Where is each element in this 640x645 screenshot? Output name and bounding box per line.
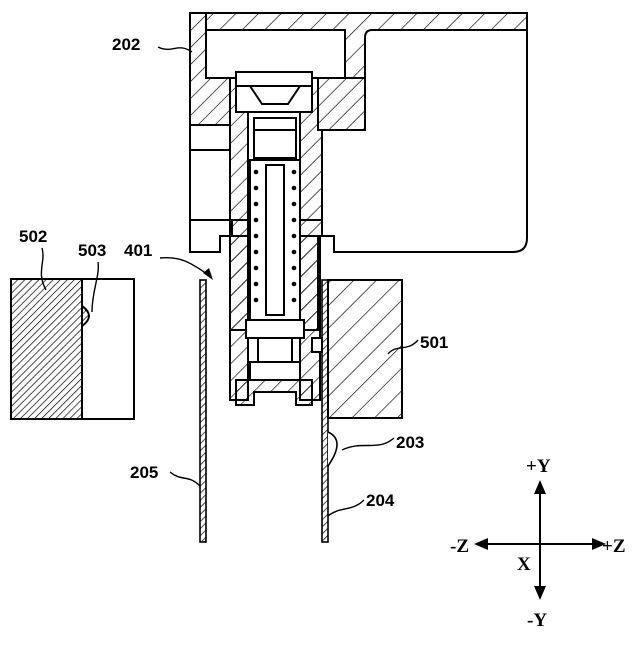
label-401: 401 — [124, 241, 152, 260]
axis-minus-y: -Y — [527, 610, 547, 631]
label-205: 205 — [130, 463, 158, 482]
label-502: 502 — [19, 227, 47, 246]
leader-203 — [342, 438, 394, 450]
block-501 — [328, 280, 402, 418]
label-204: 204 — [366, 491, 395, 510]
label-203: 203 — [396, 433, 424, 452]
arrow-401 — [203, 268, 213, 280]
block-502 — [11, 279, 134, 419]
leader-401 — [160, 258, 210, 276]
axes-indicator — [474, 480, 606, 600]
axis-plus-y: +Y — [526, 456, 551, 477]
wall-205 — [200, 280, 206, 542]
leader-204 — [328, 500, 364, 516]
label-202: 202 — [112, 35, 140, 54]
leader-202 — [158, 47, 192, 52]
label-503: 503 — [78, 241, 106, 260]
axis-plus-z: +Z — [602, 536, 626, 557]
axis-x: X — [517, 554, 531, 575]
axis-minus-z: -Z — [450, 536, 469, 557]
leader-205 — [170, 472, 200, 486]
label-501: 501 — [420, 333, 448, 352]
